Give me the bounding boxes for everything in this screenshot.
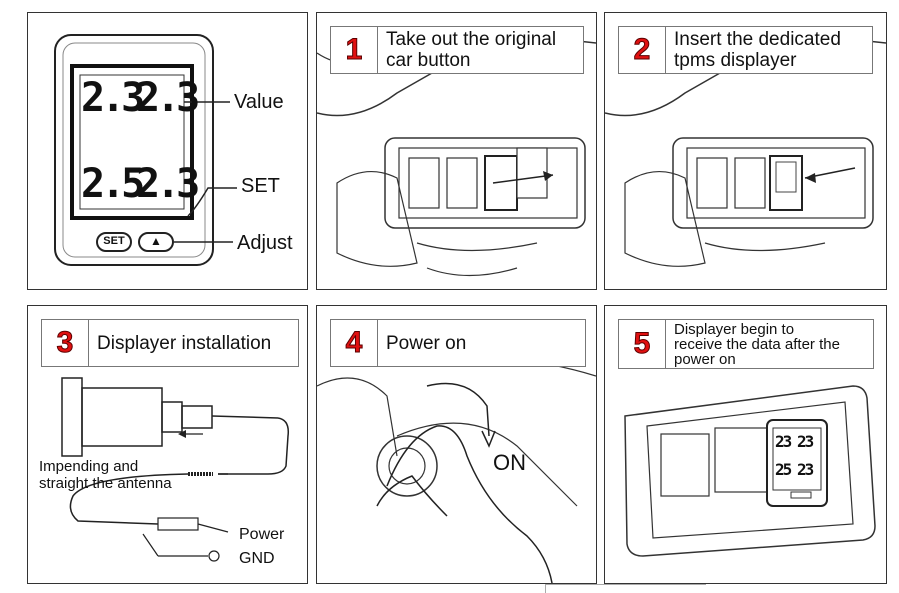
step2-text-line1: Insert the dedicated [674, 29, 841, 50]
step5-number: 5 [619, 320, 666, 368]
display-value-4: 2.3 [136, 161, 200, 207]
step4-number: 4 [331, 320, 378, 366]
step3-header: 3 Displayer installation [41, 319, 299, 367]
step3-panel: 3 Displayer installation Impending and s… [27, 305, 308, 584]
step1-text-line2: car button [386, 50, 471, 71]
step5-header: 5 Displayer begin to receive the data af… [618, 319, 874, 369]
step5-text-line3: power on [674, 350, 736, 368]
step2-text: Insert the dedicated tpms displayer [666, 29, 841, 71]
label-power: Power [239, 526, 285, 543]
display-value-2: 2.3 [136, 75, 200, 121]
label-set: SET [241, 175, 280, 197]
step5-display-3: 25 [775, 460, 792, 479]
set-button[interactable]: SET [103, 235, 125, 247]
step1-text-line1: Take out the original [386, 29, 557, 50]
step4-text: Power on [386, 332, 467, 354]
step1-header: 1 Take out the original car button [330, 26, 584, 74]
step1-panel: 1 Take out the original car button [316, 12, 597, 290]
step2-panel: 2 Insert the dedicated tpms displayer [604, 12, 887, 290]
display-value-1: 2.3 [81, 75, 145, 121]
step3-illustration [61, 377, 290, 562]
up-button[interactable]: ▲ [150, 234, 162, 248]
step3-text: Displayer installation [97, 332, 272, 354]
device-illustration [54, 34, 237, 266]
step2-text-line2: tpms displayer [674, 50, 797, 71]
step5-text-line1: Displayer begin to [674, 320, 795, 338]
label-value: Value [234, 91, 284, 113]
step4-header: 4 Power on [330, 319, 586, 367]
step5-display-4: 23 [797, 460, 814, 479]
label-on: ON [493, 450, 526, 475]
label-gnd: GND [239, 550, 275, 567]
cropped-footer-strip [545, 584, 706, 593]
step5-illustration [624, 385, 876, 557]
step5-text-line2: receive the data after the [674, 335, 840, 353]
step5-panel: 23 23 25 23 5 Displayer begin to receive… [604, 305, 887, 584]
step1-number: 1 [331, 27, 378, 73]
step3-number: 3 [42, 320, 89, 366]
step2-number: 2 [619, 27, 666, 73]
step4-panel: 4 Power on ON [316, 305, 597, 584]
label-antenna-line2: straight the antenna [39, 475, 172, 492]
label-adjust: Adjust [237, 232, 293, 254]
device-panel: 2.3 2.3 2.5 2.3 SET ▲ Value SET Adjust [27, 12, 308, 290]
label-antenna-line1: Impending and [39, 458, 139, 475]
step5-display-2: 23 [797, 432, 814, 451]
step1-text: Take out the original car button [378, 29, 556, 71]
step2-header: 2 Insert the dedicated tpms displayer [618, 26, 873, 74]
step5-text: Displayer begin to receive the data afte… [666, 322, 840, 367]
display-value-3: 2.5 [81, 161, 145, 207]
step5-display-1: 23 [775, 432, 792, 451]
